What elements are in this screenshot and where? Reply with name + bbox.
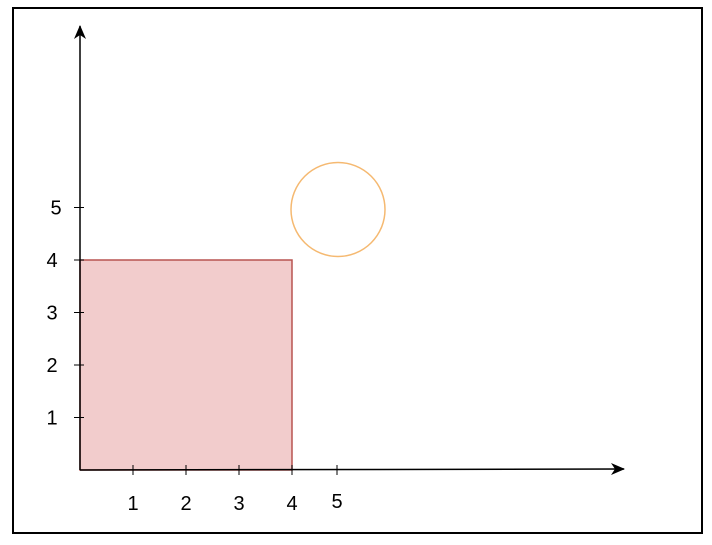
outline-circle	[290, 161, 386, 258]
x-tick-label: 3	[233, 493, 244, 515]
y-axis-ticks: 1 2 3 4 5	[46, 198, 84, 430]
y-tick-label: 4	[46, 250, 57, 272]
x-axis-ticks: 1 2 3 4 5	[127, 465, 343, 515]
y-tick-label: 3	[46, 303, 57, 325]
x-tick-label: 5	[331, 491, 342, 513]
y-tick-label: 5	[50, 198, 61, 220]
y-tick-label: 2	[46, 355, 57, 377]
x-tick-label: 2	[180, 493, 191, 515]
filled-rectangle	[79, 259, 293, 471]
y-tick-label: 1	[46, 408, 57, 430]
x-tick-label: 1	[127, 493, 138, 515]
x-axis-line	[79, 463, 625, 476]
x-tick-label: 4	[286, 493, 297, 515]
frame-border	[12, 7, 703, 534]
